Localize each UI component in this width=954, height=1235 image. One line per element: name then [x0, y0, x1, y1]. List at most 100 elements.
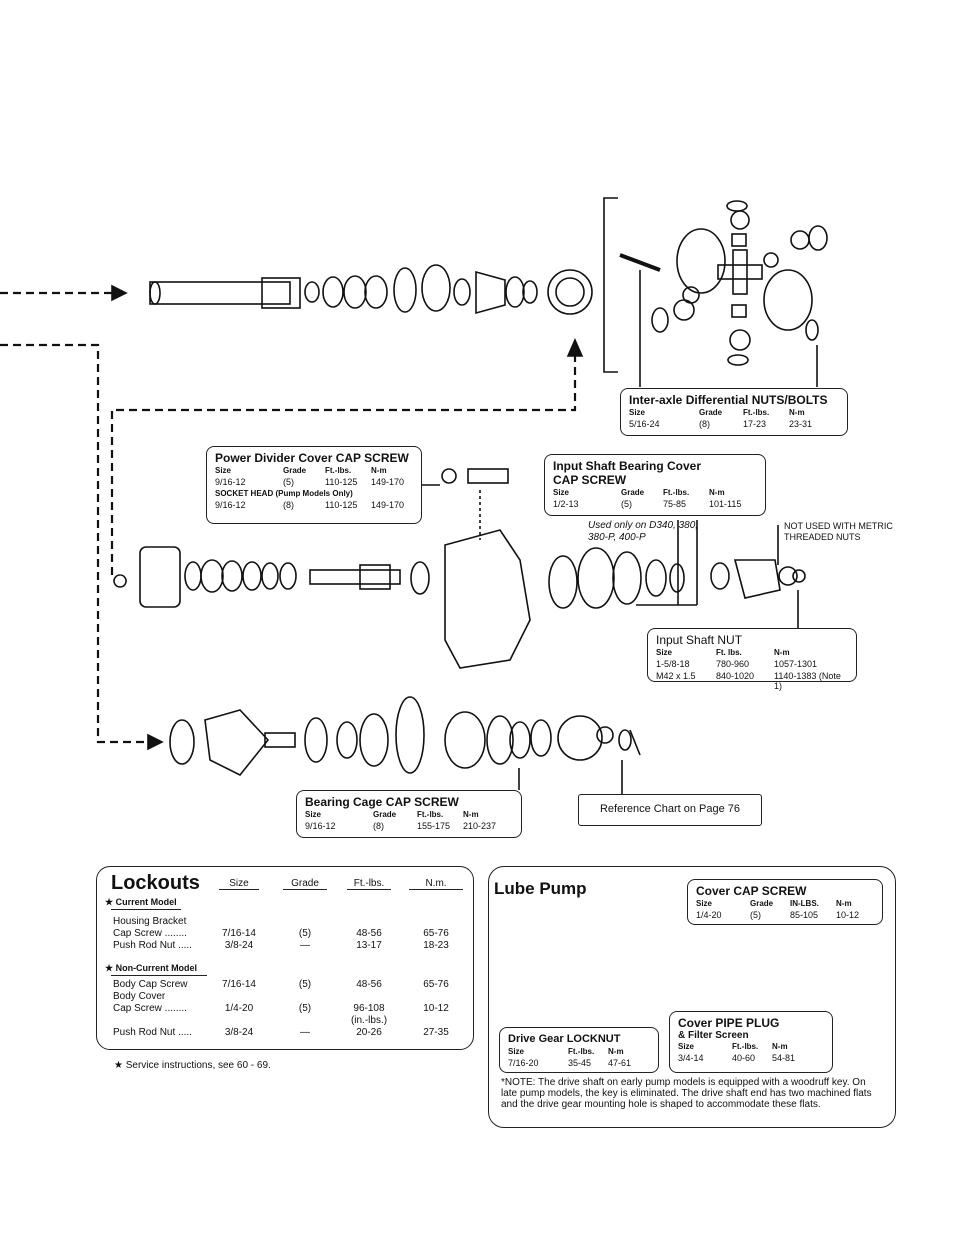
cell: 85-105: [790, 910, 819, 920]
col-ftlbs: Ft.-lbs.: [732, 1042, 759, 1051]
cell: 9/16-12: [215, 477, 246, 487]
cell: 1057-1301: [774, 659, 818, 669]
cell: 149-170: [371, 500, 405, 510]
cell: 27-35: [423, 1027, 449, 1038]
power-divider-title: Power Divider Cover CAP SCREW: [215, 451, 409, 465]
col-size: Size: [696, 899, 713, 908]
col-grade: Grade: [283, 878, 327, 890]
cell: 840-1020: [716, 671, 755, 681]
cell: 10-12: [423, 1003, 449, 1014]
cell: 7/16-14: [222, 979, 256, 990]
body-cover-label: Body Cover: [113, 991, 166, 1002]
in-lbs-note: (in.-lbs.): [350, 1015, 388, 1026]
cell: 101-115: [709, 499, 742, 509]
col-size: Size: [305, 810, 322, 819]
cell: 65-76: [423, 979, 449, 990]
power-divider-spec-box: Power Divider Cover CAP SCREW Size Grade F…: [206, 446, 422, 524]
service-note: ★ Service instructions, see 60 - 69.: [114, 1060, 271, 1071]
col-ftlbs: Ft.-lbs.: [568, 1047, 595, 1056]
col-nm: N-m: [463, 810, 479, 819]
cell: 35-45: [568, 1058, 592, 1068]
pipe-plug-title-1: Cover PIPE PLUG: [678, 1016, 780, 1030]
cell: 9/16-12: [215, 500, 246, 510]
col-size: Size: [215, 466, 232, 475]
lockout-row-label: Cap Screw ........: [113, 1003, 187, 1014]
col-ftlbs: Ft.-lbs.: [325, 466, 352, 475]
col-nm: N-m: [608, 1047, 624, 1056]
cell: 149-170: [371, 477, 405, 487]
current-model-heading: ★ Current Model: [105, 897, 177, 907]
lockout-row-label: Push Rod Nut .....: [113, 1027, 192, 1038]
col-size: Size: [553, 488, 570, 497]
lockout-row-label: Push Rod Nut .....: [113, 940, 192, 951]
cell: —: [300, 940, 310, 951]
cell: 18-23: [423, 940, 449, 951]
cell: 13-17: [356, 940, 382, 951]
input-nut-title: Input Shaft NUT: [656, 633, 743, 647]
col-nm: N.m.: [409, 878, 463, 890]
cell: —: [300, 1027, 310, 1038]
reference-chart-box: Reference Chart on Page 76: [578, 794, 762, 826]
input-bearing-spec-box: Input Shaft Bearing Cover CAP SCREW Size…: [544, 454, 766, 516]
cell: 20-26: [356, 1027, 382, 1038]
cell: 110-125: [325, 477, 358, 487]
col-size: Size: [678, 1042, 695, 1051]
used-only-note: Used only on D340, 380, 380-P, 400-P: [588, 520, 699, 543]
col-grade: Grade: [621, 488, 645, 497]
col-ftlbs: Ft.-lbs.: [417, 810, 444, 819]
non-current-model-heading: ★ Non-Current Model: [105, 963, 198, 973]
col-size: Size: [508, 1047, 525, 1056]
cell: 40-60: [732, 1053, 756, 1063]
input-bearing-title-2: CAP SCREW: [553, 473, 627, 487]
col-grade: Grade: [750, 899, 774, 908]
cell: 54-81: [772, 1053, 796, 1063]
lube-pump-title: Lube Pump: [494, 879, 587, 898]
col-ftlbs: Ft.-lbs.: [347, 878, 391, 890]
lockout-row-label: Body Cap Screw: [113, 979, 188, 990]
col-grade: Grade: [699, 408, 723, 417]
cell: 65-76: [423, 928, 449, 939]
cell: 9/16-12: [305, 821, 336, 831]
cell: 1-5/8-18: [656, 659, 690, 669]
bearing-cage-title: Bearing Cage CAP SCREW: [305, 795, 459, 809]
cell: 1/4-20: [224, 1003, 254, 1014]
col-size: Size: [219, 878, 259, 890]
cell: 155-175: [417, 821, 451, 831]
col-nm: N-m: [772, 1042, 788, 1051]
col-size: Size: [629, 408, 646, 417]
col-nm: N-m: [709, 488, 725, 497]
cell: (5): [750, 910, 761, 920]
col-nm: N-m: [371, 466, 387, 475]
cell: 3/4-14: [678, 1053, 704, 1063]
cell: 48-56: [356, 928, 382, 939]
cell: (8): [699, 419, 710, 429]
pipe-plug-table: Size Ft.-lbs. N-m 3/4-14 40-60 54-81: [678, 1041, 795, 1064]
cell: 96-108: [353, 1003, 385, 1014]
input-bearing-title-1: Input Shaft Bearing Cover: [553, 459, 702, 473]
cell: 780-960: [716, 659, 750, 669]
col-nm: N-m: [774, 648, 790, 657]
cell: 1140-1383 (Note 1): [774, 671, 841, 691]
cell: 7/16-20: [508, 1058, 539, 1068]
cell: 48-56: [356, 979, 382, 990]
cell: 23-31: [789, 419, 813, 429]
bearing-cage-spec-box: Bearing Cage CAP SCREW Size Grade Ft.-lbs.…: [296, 790, 522, 838]
cell: 1/4-20: [696, 910, 722, 920]
col-grade: Grade: [373, 810, 397, 819]
reference-chart-text: Reference Chart on Page 76: [599, 803, 741, 815]
col-grade: Grade: [283, 466, 307, 475]
lube-pump-note: *NOTE: The drive shaft on early pump mod…: [501, 1077, 872, 1110]
lockouts-box: Lockouts Size Grade Ft.-lbs. N.m. ★ Curr…: [96, 866, 474, 1050]
cell: 10-12: [836, 910, 860, 920]
cell: (5): [621, 499, 632, 509]
socket-head-subtitle: SOCKET HEAD (Pump Models Only): [215, 489, 353, 498]
